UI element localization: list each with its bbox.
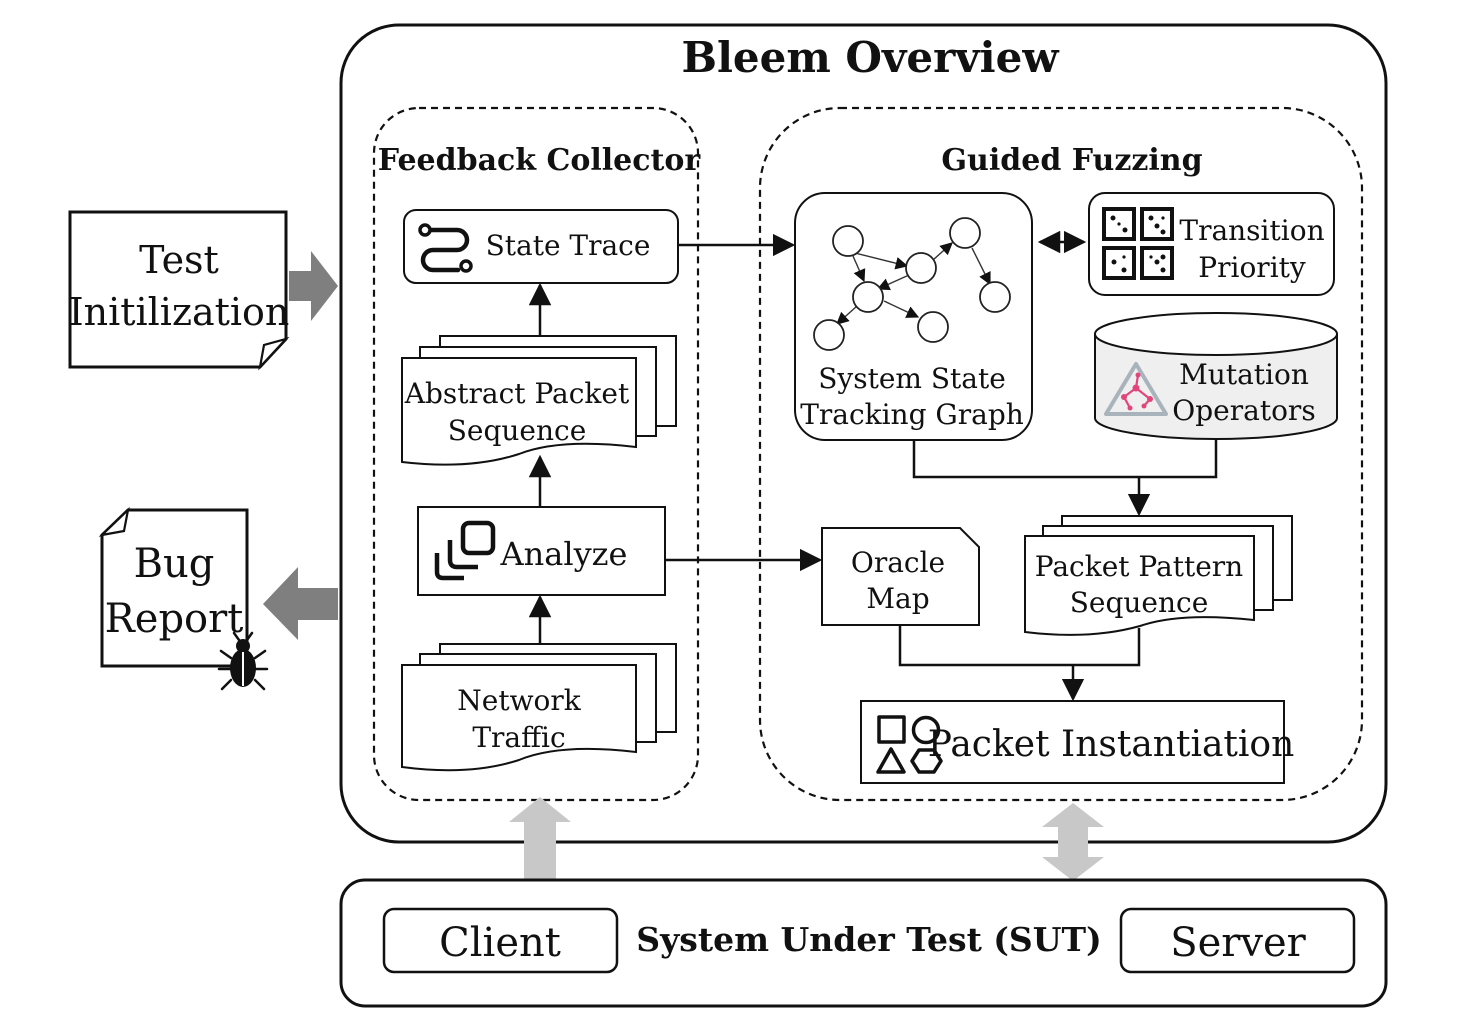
transition-priority-box: Transition Priority — [1088, 192, 1335, 296]
bug-report-line2: Report — [105, 596, 244, 642]
sut-container: Client System Under Test (SUT) Server — [339, 878, 1388, 1008]
server-label: Server — [1170, 920, 1306, 966]
state-trace-box: State Trace — [403, 209, 679, 284]
bug-report-document: Bug Report — [98, 506, 249, 668]
network-traffic-line1: Network — [457, 684, 582, 717]
state-graph-line1: System State — [818, 362, 1006, 395]
analyze-label: Analyze — [500, 535, 628, 573]
arrow-sut-to-feedback — [509, 797, 571, 880]
test-init-line1: Test — [139, 238, 219, 282]
client-label: Client — [439, 920, 561, 966]
feedback-collector-title: Feedback Collector — [378, 143, 702, 178]
state-graph-nodes — [813, 217, 1011, 351]
guided-fuzzing-panel — [758, 106, 1364, 802]
connector-oracle-pattern-merge — [898, 626, 1141, 667]
test-init-line2: Initilization — [69, 290, 290, 334]
test-initialization-document: Test Initilization — [68, 210, 290, 371]
dice-grid-icon — [1102, 207, 1174, 280]
state-tracking-graph-box: System State Tracking Graph — [794, 192, 1033, 441]
server-box — [1119, 907, 1356, 974]
arrow-test-init-to-overview — [289, 251, 338, 321]
state-graph-line2: Tracking Graph — [800, 398, 1024, 431]
sut-title: System Under Test (SUT) — [636, 920, 1101, 959]
transition-priority-line1: Transition — [1179, 214, 1324, 247]
network-traffic-stack — [401, 643, 677, 772]
state-graph-icon — [836, 242, 991, 325]
packet-instantiation-box: Packet Instantiation — [860, 700, 1295, 784]
overview-container — [339, 23, 1388, 844]
oracle-map-line2: Map — [866, 582, 929, 615]
connector-graph-mutation-merge — [912, 440, 1218, 479]
mutation-operators-line1: Mutation — [1179, 358, 1309, 391]
mutation-operators-line2: Operators — [1172, 394, 1315, 427]
shapes-icon — [876, 715, 943, 774]
abstract-packet-sequence-stack — [401, 335, 677, 466]
packet-instantiation-label: Packet Instantiation — [928, 724, 1295, 765]
oracle-map-line1: Oracle — [851, 546, 945, 579]
abstract-packet-sequence-line2: Sequence — [448, 414, 587, 447]
guided-fuzzing-title: Guided Fuzzing — [941, 143, 1202, 178]
trace-route-icon — [418, 223, 473, 273]
packet-pattern-line2: Sequence — [1070, 586, 1209, 619]
copy-layers-icon — [434, 520, 496, 581]
arrow-fuzzing-sut-bidirectional — [1042, 803, 1104, 881]
packet-pattern-sequence-stack — [1024, 515, 1293, 636]
mutation-operators-cylinder: Mutation Operators — [1094, 312, 1338, 440]
overview-title: Bleem Overview — [681, 33, 1059, 82]
transition-priority-line2: Priority — [1198, 251, 1306, 284]
state-trace-label: State Trace — [486, 229, 651, 262]
bug-report-line1: Bug — [134, 541, 215, 587]
bug-icon — [217, 631, 269, 691]
client-box — [382, 907, 619, 974]
oracle-map-box: Oracle Map — [821, 527, 980, 626]
abstract-packet-sequence-line1: Abstract Packet — [404, 377, 630, 410]
arrow-overview-to-bug-report — [263, 567, 338, 640]
packet-pattern-line1: Packet Pattern — [1035, 550, 1243, 583]
network-traffic-line2: Traffic — [472, 721, 565, 754]
mutation-cycle-icon — [1104, 362, 1168, 416]
feedback-collector-panel — [372, 106, 700, 802]
analyze-box: Analyze — [417, 506, 666, 596]
